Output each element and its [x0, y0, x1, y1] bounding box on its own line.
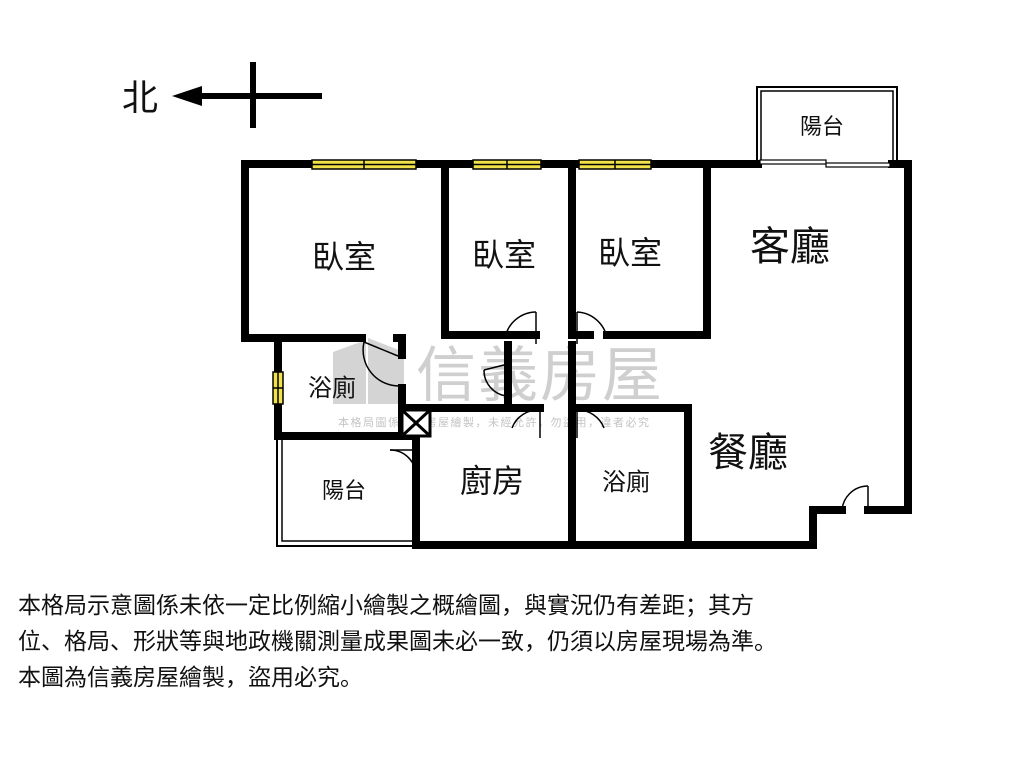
watermark: 信義房屋 本格局圖係信義房屋繪製，未經允許，勿盜用，違者必究 — [333, 338, 664, 429]
room-label-bedroom-mid: 臥室 — [472, 236, 536, 274]
watermark-brand: 信義房屋 — [416, 341, 664, 411]
doors — [362, 311, 869, 513]
room-label-living-room: 客廳 — [750, 224, 830, 270]
duct-shaft — [400, 408, 432, 438]
door-bedroom-mid-icon — [504, 311, 537, 344]
compass-label: 北 — [122, 78, 158, 119]
disclaimer-line-3: 本圖為信義房屋繪製，盜用必究。 — [18, 665, 363, 691]
north-arrow-icon — [172, 86, 202, 106]
sliding-door — [759, 159, 891, 168]
room-label-balcony-left: 陽台 — [322, 479, 366, 504]
room-label-dining-room: 餐廳 — [708, 430, 788, 476]
door-entrance-icon — [841, 485, 869, 513]
room-label-bathroom-right: 浴廁 — [602, 468, 650, 496]
room-label-balcony-top: 陽台 — [800, 115, 844, 140]
floor-plan: 信義房屋 本格局圖係信義房屋繪製，未經允許，勿盜用，違者必究 北 — [122, 62, 912, 549]
door-bedroom-right-icon — [576, 311, 608, 344]
door-balcony-left-icon — [389, 449, 417, 479]
room-label-bathroom-left: 浴廁 — [308, 374, 356, 402]
balcony-outlines — [276, 86, 898, 547]
room-label-kitchen: 廚房 — [460, 462, 524, 500]
north-compass: 北 — [122, 62, 322, 128]
door-kitchen-icon — [511, 409, 541, 438]
disclaimer-line-1: 本格局示意圖係未依一定比例縮小繪製之概繪圖，與實況仍有差距；其方 — [18, 593, 754, 619]
door-bath-right-icon — [576, 409, 605, 438]
room-labels: 臥室 臥室 臥室 客廳 餐廳 廚房 浴廁 浴廁 陽台 陽台 — [308, 115, 844, 504]
disclaimer-line-2: 位、格局、形狀等與地政機關測量成果圖未必一致，仍須以房屋現場為準。 — [18, 629, 777, 655]
windows — [272, 159, 652, 405]
door-corridor-icon — [483, 363, 509, 397]
room-label-bedroom-right: 臥室 — [598, 234, 662, 272]
disclaimer: 本格局示意圖係未依一定比例縮小繪製之概繪圖，與實況仍有差距；其方 位、格局、形狀… — [18, 588, 1008, 696]
room-label-bedroom-left: 臥室 — [312, 238, 376, 276]
door-bath-left-icon — [362, 341, 401, 387]
